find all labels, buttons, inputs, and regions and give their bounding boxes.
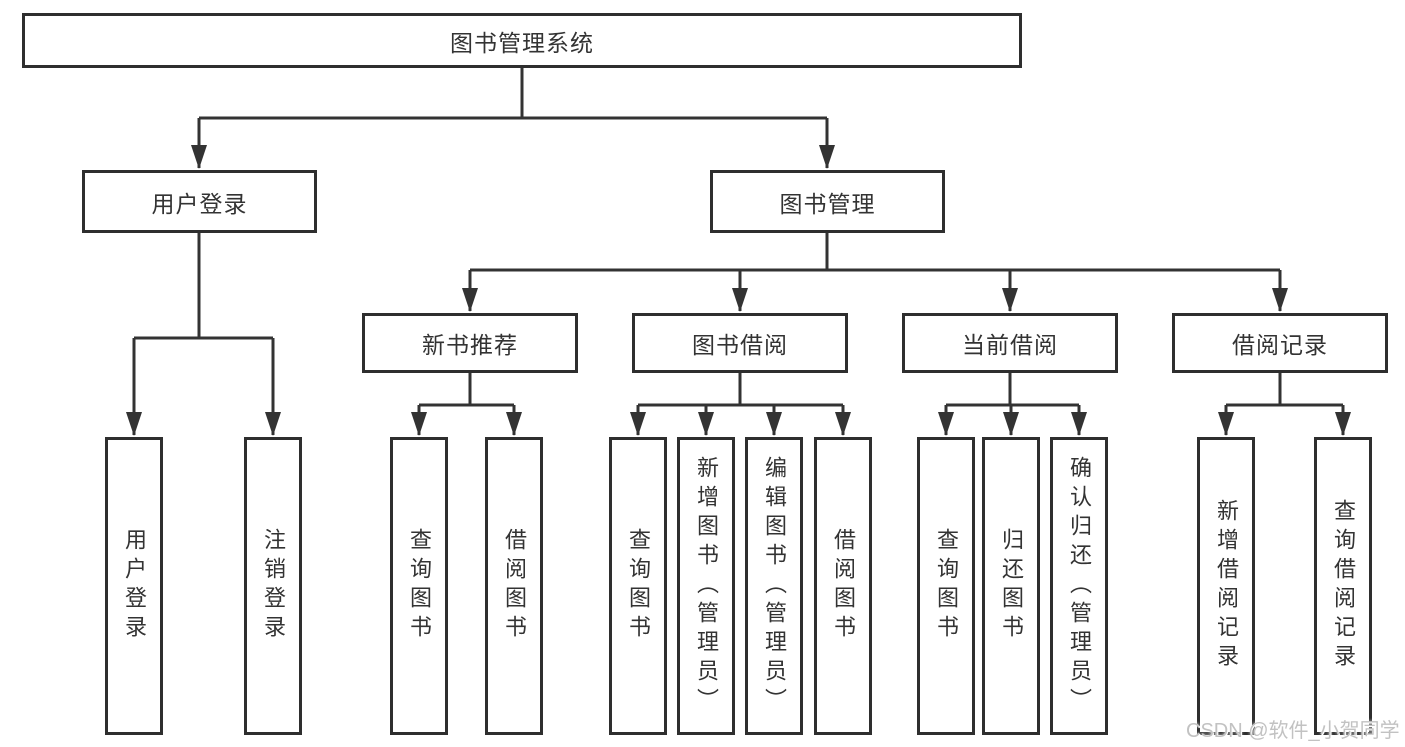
- leaf-add-borrow-record: 新增借阅记录: [1197, 437, 1255, 735]
- leaf-borrow-books-recommend: 借阅图书: [485, 437, 543, 735]
- node-label: 借阅记录: [1232, 332, 1328, 358]
- node-label: 借阅图书: [831, 528, 856, 644]
- node-label: 用户登录: [151, 190, 248, 217]
- leaf-query-books-borrow: 查询图书: [609, 437, 667, 735]
- node-label: 当前借阅: [962, 332, 1058, 358]
- node-label: 图书管理: [779, 190, 876, 217]
- node-label: 编辑图书（管理员）: [762, 455, 787, 717]
- connector-borrow-records-to-leaves: [1218, 373, 1351, 436]
- leaf-add-books-admin: 新增图书（管理员）: [677, 437, 735, 735]
- connector-root-to-level2: [191, 68, 835, 169]
- leaf-query-borrow-record: 查询借阅记录: [1314, 437, 1372, 735]
- csdn-watermark: CSDN @软件_小贺同学: [1186, 720, 1400, 742]
- leaf-logout: 注销登录: [244, 437, 302, 735]
- node-label: 新增借阅记录: [1214, 499, 1239, 673]
- node-label: 查询图书: [934, 528, 959, 644]
- connector-book-borrow-to-leaves: [630, 373, 851, 436]
- node-book-management-branch: 图书管理: [710, 170, 945, 233]
- node-label: 注销登录: [261, 528, 286, 644]
- node-label: 新书推荐: [422, 332, 518, 358]
- leaf-query-books-recommend: 查询图书: [390, 437, 448, 735]
- node-user-login-branch: 用户登录: [82, 170, 317, 233]
- node-label: 图书管理系统: [450, 29, 594, 56]
- node-library-management-system: 图书管理系统: [22, 13, 1022, 68]
- leaf-borrow-books: 借阅图书: [814, 437, 872, 735]
- connector-current-borrow-to-leaves: [938, 373, 1087, 436]
- node-book-borrow: 图书借阅: [632, 313, 848, 373]
- node-label: 归还图书: [999, 528, 1024, 644]
- node-current-borrow: 当前借阅: [902, 313, 1118, 373]
- leaf-confirm-return-admin: 确认归还（管理员）: [1050, 437, 1108, 735]
- node-label: 查询图书: [407, 528, 432, 644]
- node-label: 查询借阅记录: [1331, 499, 1356, 673]
- node-new-book-recommend: 新书推荐: [362, 313, 578, 373]
- node-label: 确认归还（管理员）: [1067, 455, 1092, 717]
- leaf-return-books: 归还图书: [982, 437, 1040, 735]
- node-label: 新增图书（管理员）: [694, 455, 719, 717]
- leaf-edit-books-admin: 编辑图书（管理员）: [745, 437, 803, 735]
- connector-book-management-to-level3: [462, 233, 1288, 312]
- leaf-user-login: 用户登录: [105, 437, 163, 735]
- connector-user-login-to-leaves: [126, 233, 281, 436]
- node-label: 图书借阅: [692, 332, 788, 358]
- connector-new-book-recommend-to-leaves: [411, 373, 522, 436]
- node-label: 借阅图书: [502, 528, 527, 644]
- node-label: 用户登录: [122, 528, 147, 644]
- node-borrow-records: 借阅记录: [1172, 313, 1388, 373]
- node-label: 查询图书: [626, 528, 651, 644]
- leaf-query-books-current: 查询图书: [917, 437, 975, 735]
